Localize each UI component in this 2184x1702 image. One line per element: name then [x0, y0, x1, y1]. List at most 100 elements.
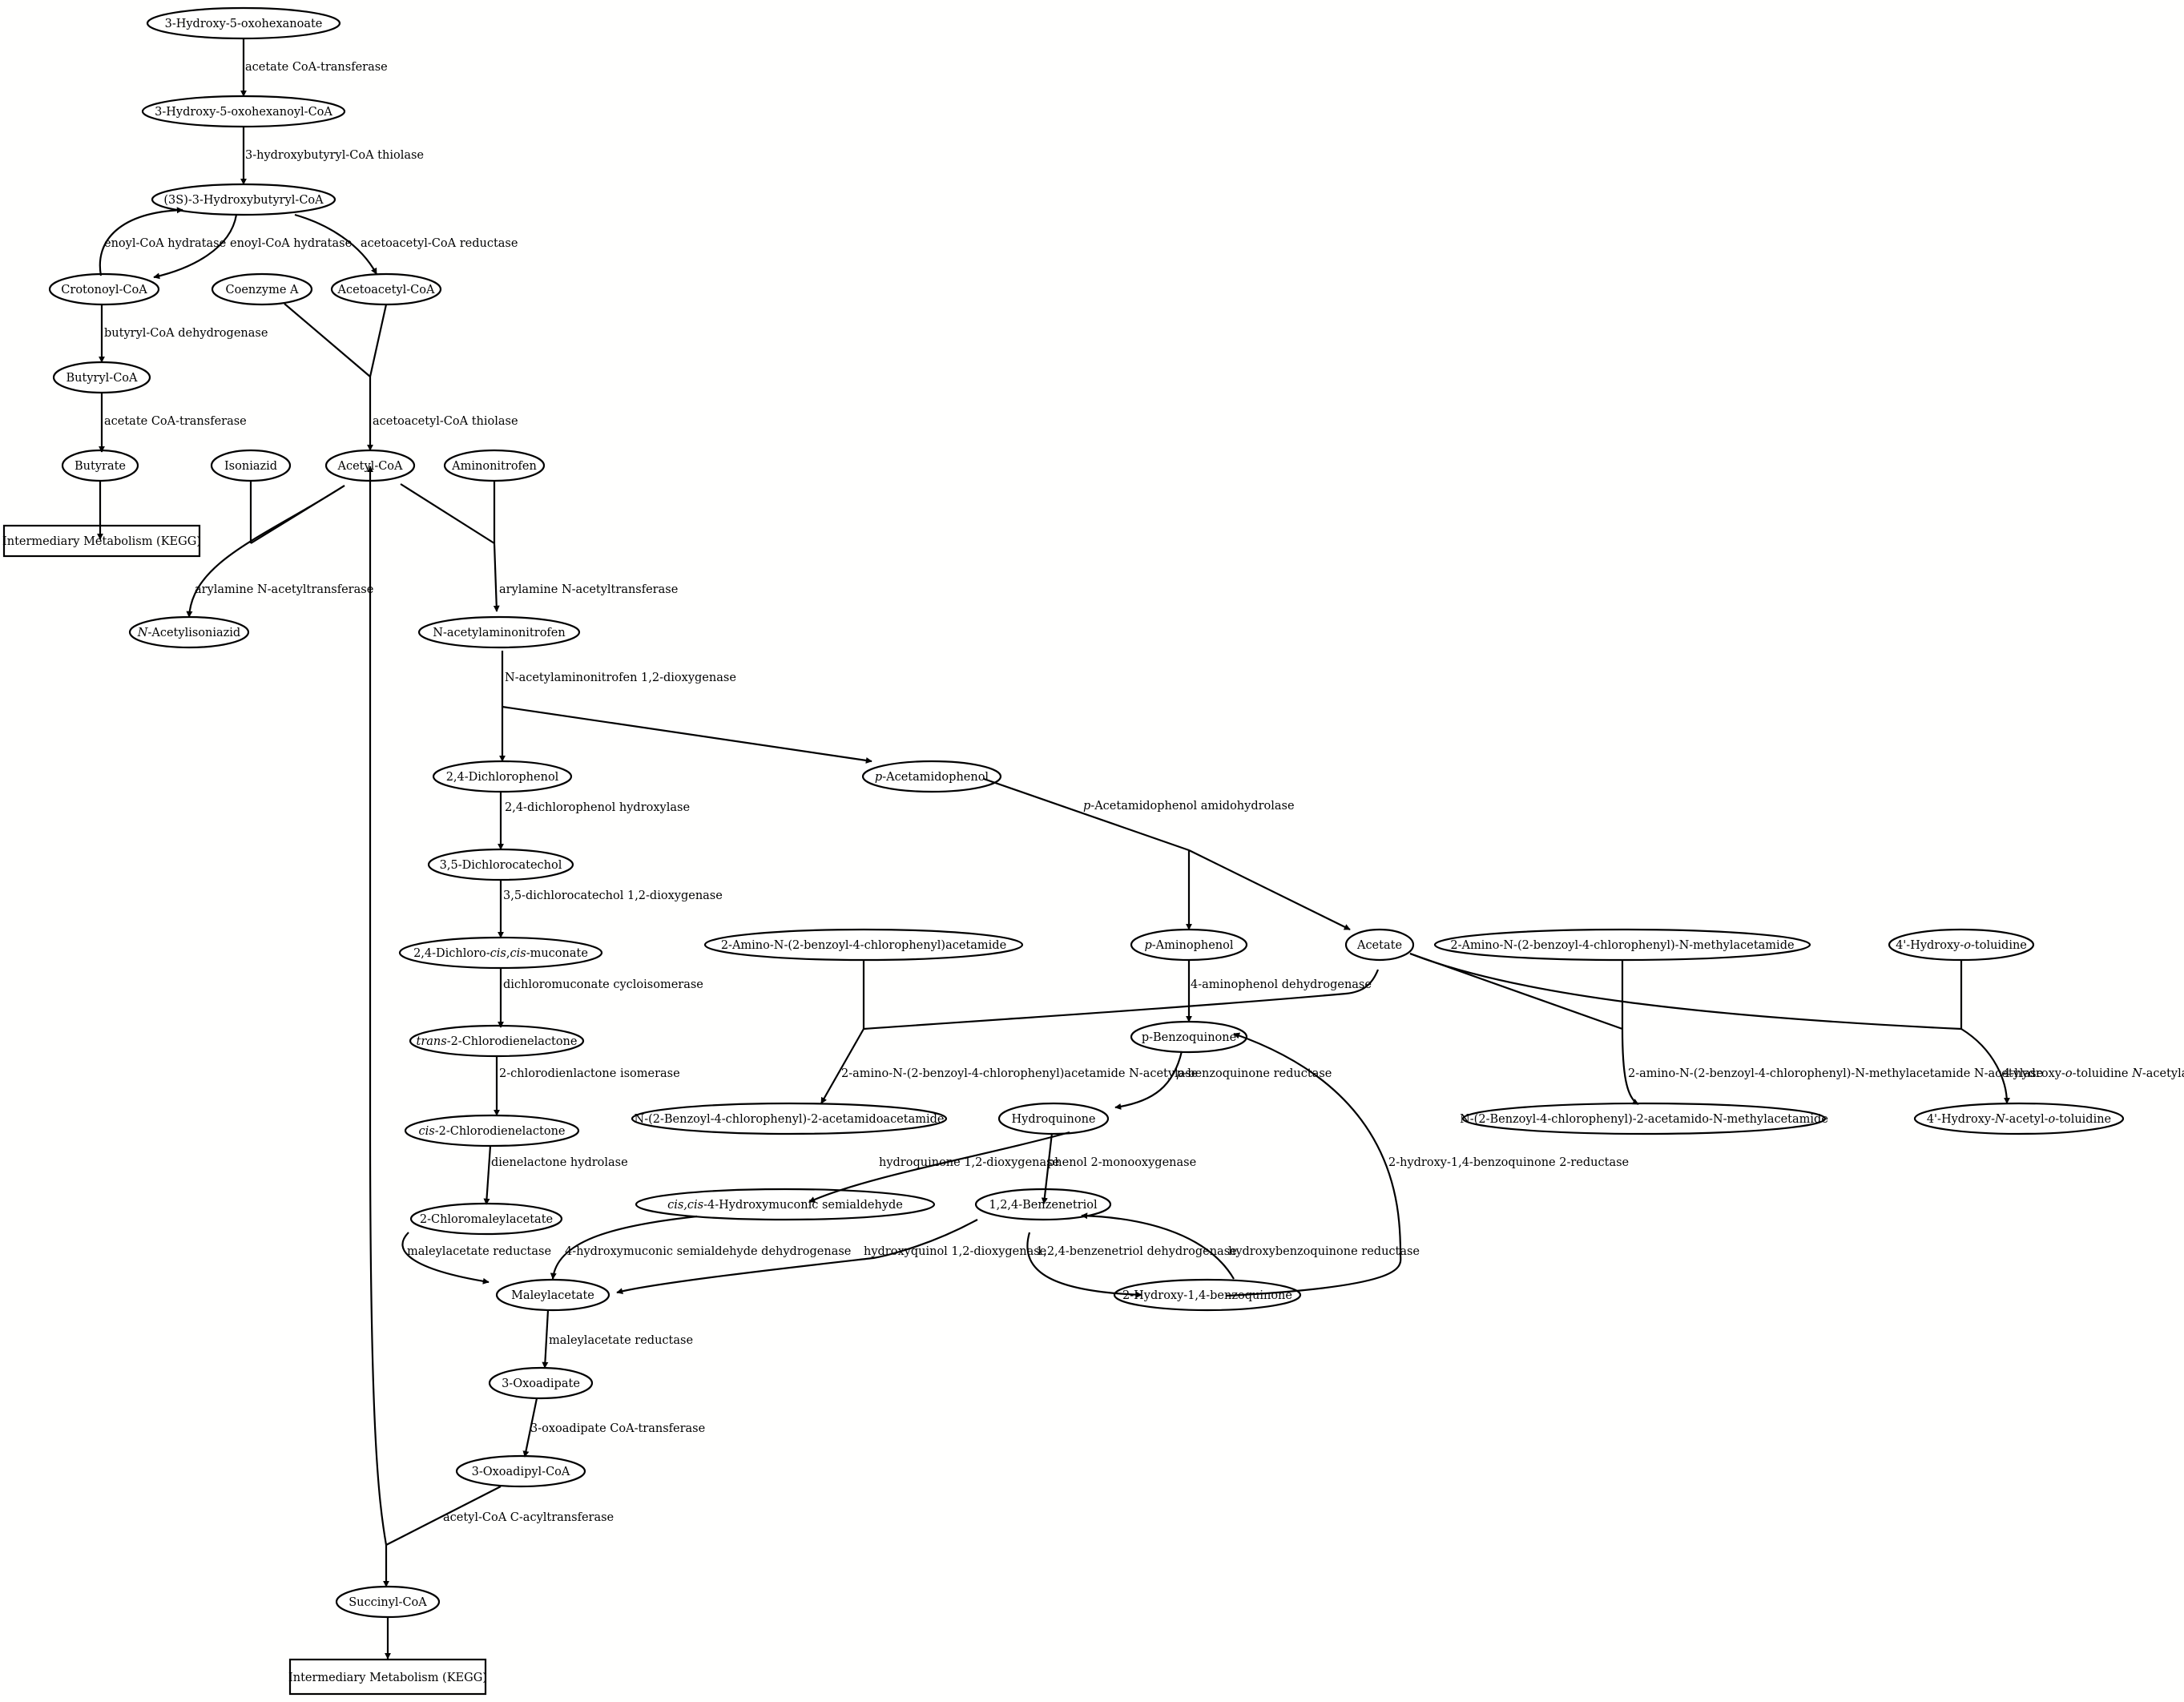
node-ellipse[interactable] — [635, 1188, 936, 1221]
edge — [385, 1486, 502, 1546]
node-ellipse[interactable] — [1888, 928, 2035, 962]
node-ellipse[interactable] — [398, 936, 603, 970]
node-ellipse[interactable] — [455, 1454, 586, 1488]
node-ellipse[interactable] — [1461, 1102, 1827, 1135]
node-ellipse[interactable] — [1913, 1102, 2125, 1135]
edge-label: dienelactone hydrolase — [491, 1156, 628, 1169]
node-ellipse[interactable] — [488, 1366, 594, 1400]
node-label: Acetoacetyl-CoA — [337, 284, 435, 296]
edge-label: maleylacetate reductase — [407, 1245, 551, 1258]
node-ellipse[interactable] — [146, 6, 341, 40]
node-ellipse[interactable] — [330, 272, 442, 306]
nodes: 3-Hydroxy-5-oxohexanoate 3-Hydroxy-5-oxo… — [2, 6, 2125, 1696]
node-ellipse[interactable] — [1113, 1278, 1302, 1312]
node-label: Isoniazid — [224, 460, 277, 473]
edge-label: enoyl-CoA hydratase — [230, 237, 352, 250]
edge-label: 2-chlorodienlactone isomerase — [499, 1067, 680, 1080]
node-label: N-acetylaminonitrofen — [433, 627, 565, 639]
node-ellipse[interactable] — [324, 449, 416, 482]
edge — [1621, 1028, 1639, 1105]
node-label: 2-Amino-N-(2-benzoyl-4-chlorophenyl)acet… — [721, 939, 1006, 952]
node-label: 2-Chloromaleylacetate — [420, 1213, 553, 1226]
node-label: trans-2-Chlorodienelactone — [417, 1035, 578, 1048]
node-ellipse[interactable] — [631, 1102, 948, 1135]
edge-label: 2-amino-N-(2-benzoyl-4-chlorophenyl)acet… — [841, 1067, 1198, 1080]
node-label: Acetate — [1356, 939, 1402, 952]
edge — [294, 213, 377, 275]
edge-label: N-acetylaminonitrofen 1,2-dioxygenase — [505, 672, 736, 684]
node-ellipse[interactable] — [151, 183, 336, 216]
edge — [1026, 1232, 1142, 1298]
edge — [1188, 849, 1351, 930]
edge-label: acetate CoA-transferase — [104, 415, 247, 428]
node-label: p-Aminophenol — [1144, 939, 1233, 952]
edge — [1225, 1032, 1402, 1297]
edge — [1114, 1051, 1183, 1110]
edge-label: 3,5-dichlorocatechol 1,2-dioxygenase — [503, 889, 723, 902]
edge-label: arylamine N-acetyltransferase — [499, 583, 678, 596]
node-ellipse[interactable] — [861, 760, 1002, 793]
node-ellipse[interactable] — [1344, 928, 1415, 962]
edge-label: 4-aminophenol dehydrogenase — [1191, 978, 1372, 991]
node-label: cis,cis-4-Hydroxymuconic semialdehyde — [667, 1199, 903, 1212]
node-label: Maleylacetate — [511, 1289, 594, 1302]
node-ellipse[interactable] — [210, 449, 292, 482]
node-ellipse[interactable] — [409, 1202, 563, 1236]
edge-label: enoyl-CoA hydratase — [104, 237, 226, 250]
node-label: Acetyl-CoA — [336, 460, 403, 473]
node-label: 4'-Hydroxy-o-toluidine — [1896, 939, 2027, 952]
edge-label: 4-hydroxymuconic semialdehyde dehydrogen… — [565, 1245, 851, 1258]
node-ellipse[interactable] — [1433, 928, 1811, 962]
node-ellipse[interactable] — [141, 95, 346, 128]
edge — [401, 1232, 490, 1285]
node-ellipse[interactable] — [409, 1024, 585, 1058]
edge-label: acetoacetyl-CoA reductase — [361, 237, 518, 250]
node-ellipse[interactable] — [128, 615, 250, 649]
node-ellipse[interactable] — [211, 272, 313, 306]
edge — [550, 1215, 698, 1280]
node-label: 3,5-Dichlorocatechol — [440, 859, 562, 872]
edge-label: 1,2,4-benzenetriol dehydrogenase — [1036, 1245, 1237, 1258]
node-label: p-Benzoquinone — [1142, 1031, 1236, 1044]
edge-label: 2-hydroxy-1,4-benzoquinone 2-reductase — [1388, 1156, 1629, 1169]
edge-label: 2-amino-N-(2-benzoyl-4-chlorophenyl)-N-m… — [1628, 1067, 2043, 1080]
edge-label: butyryl-CoA dehydrogenase — [104, 327, 268, 340]
node-ellipse[interactable] — [432, 760, 573, 793]
edge — [1081, 1212, 1235, 1280]
node-ellipse[interactable] — [1130, 1020, 1248, 1054]
node-ellipse[interactable] — [495, 1278, 610, 1312]
node-label: Intermediary Metabolism (KEGG) — [2, 535, 201, 548]
edge-label: 3-oxoadipate CoA-transferase — [530, 1422, 705, 1435]
edge-label: acetate CoA-transferase — [245, 61, 388, 74]
node-ellipse[interactable] — [974, 1188, 1112, 1221]
node-label: Hydroquinone — [1011, 1113, 1095, 1126]
edge-label: hydroxybenzoquinone reductase — [1228, 1245, 1420, 1258]
node-label: N-(2-Benzoyl-4-chlorophenyl)-2-acetamido… — [1460, 1113, 1828, 1126]
edge — [863, 969, 1380, 1030]
node-ellipse[interactable] — [1130, 928, 1248, 962]
node-label: Aminonitrofen — [451, 460, 537, 473]
node-label: 2-Hydroxy-1,4-benzoquinone — [1122, 1289, 1292, 1302]
edge — [808, 1131, 1070, 1204]
node-box[interactable] — [2, 524, 201, 558]
edge — [400, 483, 495, 544]
node-ellipse[interactable] — [997, 1102, 1110, 1135]
node-ellipse[interactable] — [404, 1114, 580, 1147]
node-ellipse[interactable] — [443, 449, 546, 482]
edge-label: acetyl-CoA C-acyltransferase — [443, 1511, 614, 1524]
node-ellipse[interactable] — [703, 928, 1024, 962]
node-ellipse[interactable] — [427, 848, 574, 881]
node-label: Butyryl-CoA — [66, 372, 138, 385]
node-ellipse[interactable] — [48, 272, 160, 306]
node-ellipse[interactable] — [61, 449, 139, 482]
edge-label: hydroxyquinol 1,2-dioxygenase — [864, 1245, 1046, 1258]
node-ellipse[interactable] — [52, 361, 151, 394]
node-label: 4'-Hydroxy-N-acetyl-o-toluidine — [1927, 1113, 2111, 1126]
node-label: 3-Oxoadipate — [502, 1377, 580, 1390]
node-ellipse[interactable] — [335, 1585, 441, 1619]
node-label: 2,4-Dichloro-cis,cis-muconate — [413, 947, 588, 960]
edge-label: p-benzoquinone reductase — [1176, 1067, 1332, 1080]
node-box[interactable] — [288, 1658, 487, 1696]
edge — [1409, 952, 1962, 1030]
node-ellipse[interactable] — [417, 615, 581, 649]
